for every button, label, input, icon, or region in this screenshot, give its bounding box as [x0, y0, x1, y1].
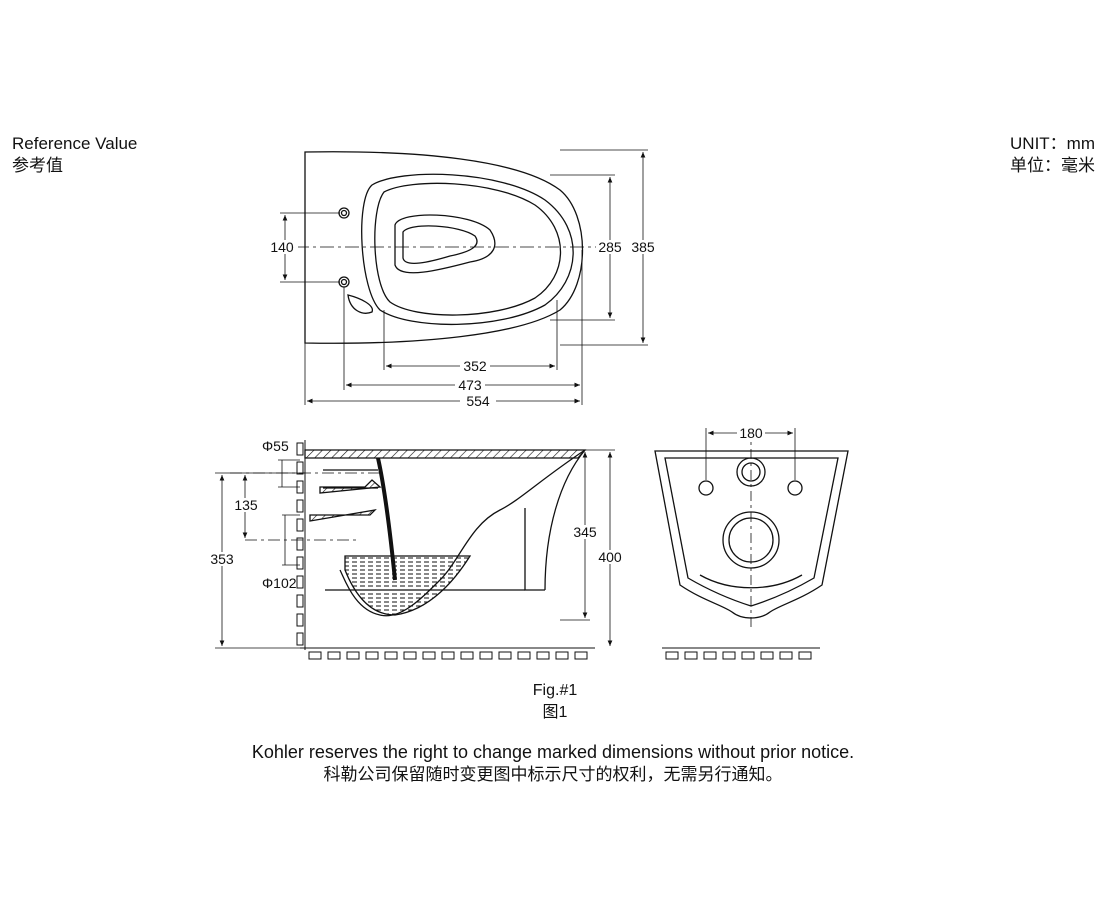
fixing-hole-icon — [338, 207, 350, 219]
wall — [296, 440, 595, 650]
dim-554: 554 — [466, 393, 490, 409]
dim-473: 473 — [458, 377, 482, 393]
dim-345: 345 — [573, 524, 597, 540]
top-view-rim — [361, 173, 574, 326]
floor-blocks — [308, 651, 588, 660]
fixing-hole-icon — [698, 480, 714, 496]
dim-140: 140 — [270, 239, 294, 255]
top-view — [270, 149, 648, 405]
rear-floor-blocks — [665, 651, 812, 660]
dim-180: 180 — [739, 425, 763, 441]
side-view — [215, 440, 615, 660]
dim-285: 285 — [598, 239, 622, 255]
fixing-hole-icon — [338, 276, 350, 288]
fixing-hole-icon — [787, 480, 803, 496]
figure-caption-zh: 图1 — [542, 704, 568, 721]
dim-352: 352 — [463, 358, 487, 374]
dim-385: 385 — [631, 239, 655, 255]
rear-view — [654, 428, 849, 660]
reference-value-label-zh: 参考值 — [12, 156, 63, 175]
unit-label: UNIT：mm — [1010, 134, 1095, 153]
rear-view-outline — [654, 450, 849, 619]
notice-text-zh: 科勒公司保留随时变更图中标示尺寸的权利，无需另行通知。 — [323, 765, 783, 784]
dim-400: 400 — [598, 549, 622, 565]
dim-inlet-diameter: Φ55 — [262, 438, 289, 454]
top-view-bowl — [394, 214, 496, 274]
trap-water — [344, 555, 472, 616]
notice-text: Kohler reserves the right to change mark… — [251, 742, 855, 762]
dim-outlet-diameter: Φ102 — [262, 575, 297, 591]
reference-value-label: Reference Value — [12, 134, 138, 153]
unit-label-zh: 单位：毫米 — [1010, 156, 1095, 175]
dim-353: 353 — [210, 551, 234, 567]
dim-135: 135 — [234, 497, 258, 513]
figure-caption: Fig.#1 — [532, 682, 578, 699]
